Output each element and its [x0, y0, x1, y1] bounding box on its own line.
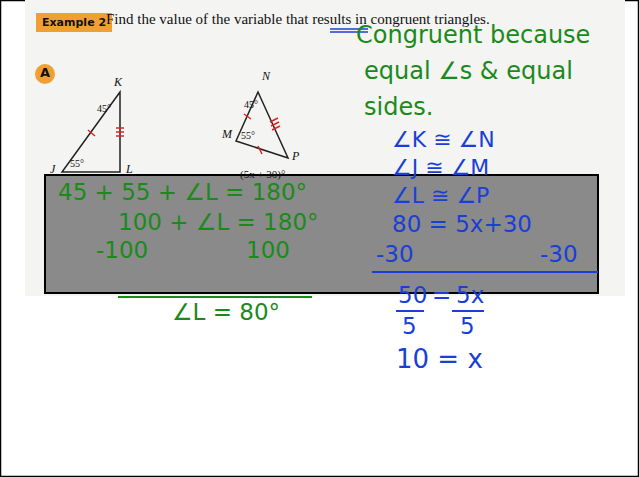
handwritten-note: equal ∠s & equal [364, 58, 573, 84]
vertex-label: J [50, 163, 55, 176]
angle-expression: (5x + 30)° [240, 168, 285, 180]
vertex-label: K [114, 76, 122, 89]
handwritten-step: 5 [460, 314, 475, 339]
handwritten-step: 45 + 55 + ∠L = 180° [58, 180, 307, 205]
badge-text: Example 2 [42, 16, 106, 29]
handwritten-step: ∠L ≅ ∠P [392, 184, 489, 208]
handwritten-step: -100 [96, 238, 148, 263]
angle-label: 45° [97, 103, 111, 114]
handwritten-step: ∠K ≅ ∠N [392, 128, 495, 152]
vertex-label: P [292, 150, 299, 163]
handwritten-step: -30 [540, 242, 578, 267]
handwritten-step: ∠J ≅ ∠M [392, 156, 489, 180]
handwritten-step: 100 [246, 238, 290, 263]
handwritten-step: 80 = 5x+30 [392, 212, 532, 237]
angle-label: 55° [241, 130, 255, 141]
handwritten-step: -30 [376, 242, 414, 267]
handwritten-step: = [432, 283, 451, 308]
angle-label: 55° [70, 158, 84, 169]
handwritten-step: 100 + ∠L = 180° [118, 210, 319, 235]
example-badge: Example 2 [36, 13, 112, 32]
handwritten-note: Congruent because [356, 22, 590, 48]
part-letter: A [40, 66, 50, 80]
handwritten-step: 50 [398, 283, 427, 308]
vertex-label: N [262, 70, 270, 83]
handwritten-result: ∠L = 80° [172, 300, 280, 325]
handwritten-result: 10 = x [396, 345, 483, 374]
vertex-label: L [126, 163, 133, 176]
handwritten-step: 5x [456, 283, 484, 308]
vertex-label: M [222, 128, 232, 141]
handwritten-note: sides. [364, 94, 433, 120]
handwritten-step: 5 [402, 314, 417, 339]
angle-label: 45° [244, 99, 258, 110]
